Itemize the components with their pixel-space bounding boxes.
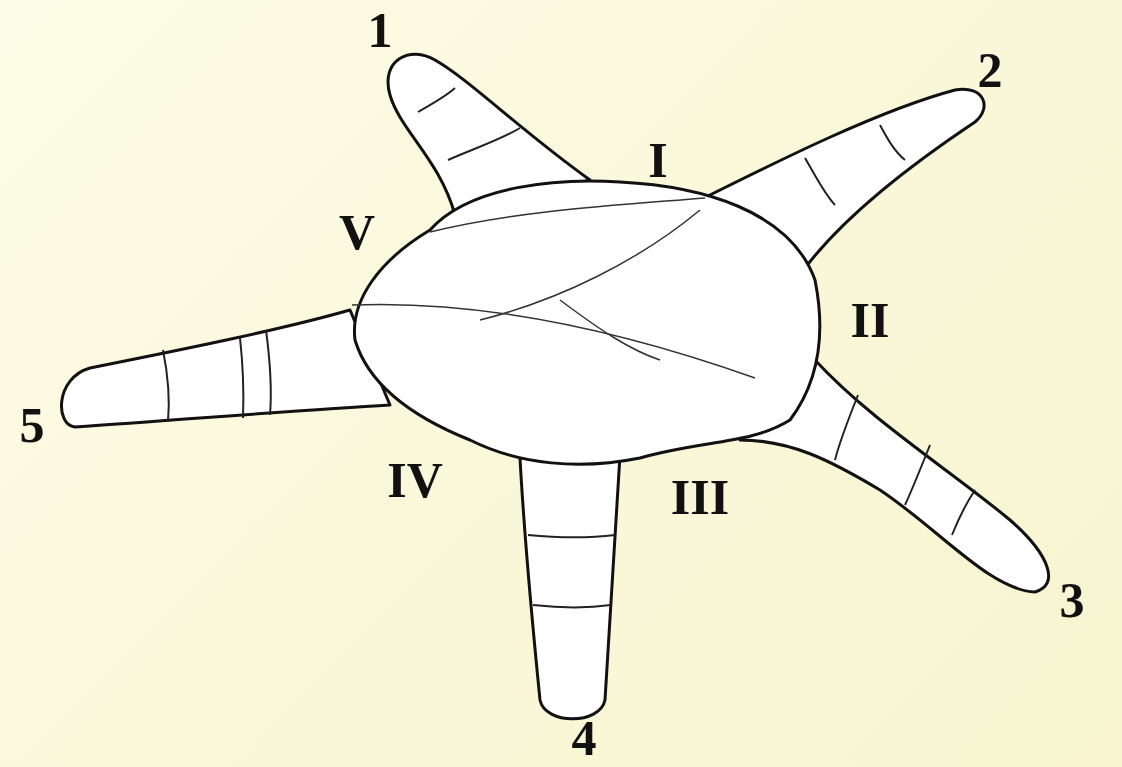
- callout-label: 4: [572, 713, 597, 763]
- finger-5: [61, 310, 390, 427]
- palm-creases: [352, 198, 755, 378]
- callout-label: 1: [368, 5, 393, 55]
- callout-label: II: [851, 295, 890, 345]
- callout-label: V: [339, 207, 375, 257]
- joint-lines: [163, 88, 975, 607]
- callout-label: IV: [387, 455, 443, 505]
- callout-label: 5: [20, 400, 45, 450]
- callout-label: 2: [978, 45, 1003, 95]
- callout-label: 3: [1060, 575, 1085, 625]
- finger-4: [520, 455, 620, 719]
- callout-label: I: [648, 135, 667, 185]
- palm: [354, 181, 819, 464]
- callout-label: III: [671, 472, 729, 522]
